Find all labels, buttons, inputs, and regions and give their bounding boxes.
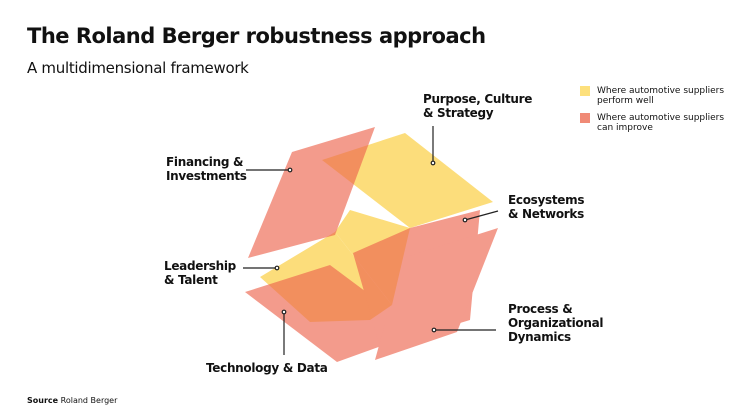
page-title: The Roland Berger robustness approach — [27, 24, 486, 48]
label-technology: Technology & Data — [206, 361, 328, 375]
label-leadership: Leadership& Talent — [164, 259, 236, 287]
panel-financing — [248, 127, 375, 258]
label-purpose: Purpose, Culture& Strategy — [423, 92, 533, 120]
panel-technology — [245, 265, 420, 362]
panel-process — [375, 228, 498, 360]
label-financing: Financing &Investments — [166, 155, 247, 183]
legend-swatch-can-improve — [580, 113, 590, 123]
legend-swatch-perform-well — [580, 86, 590, 96]
source-note: Source Roland Berger — [27, 396, 118, 405]
page-subtitle: A multidimensional framework — [27, 59, 249, 77]
label-ecosystems: Ecosystems& Networks — [508, 193, 585, 221]
leader-line-ecosystems — [464, 210, 499, 221]
panel-purpose — [322, 133, 493, 228]
